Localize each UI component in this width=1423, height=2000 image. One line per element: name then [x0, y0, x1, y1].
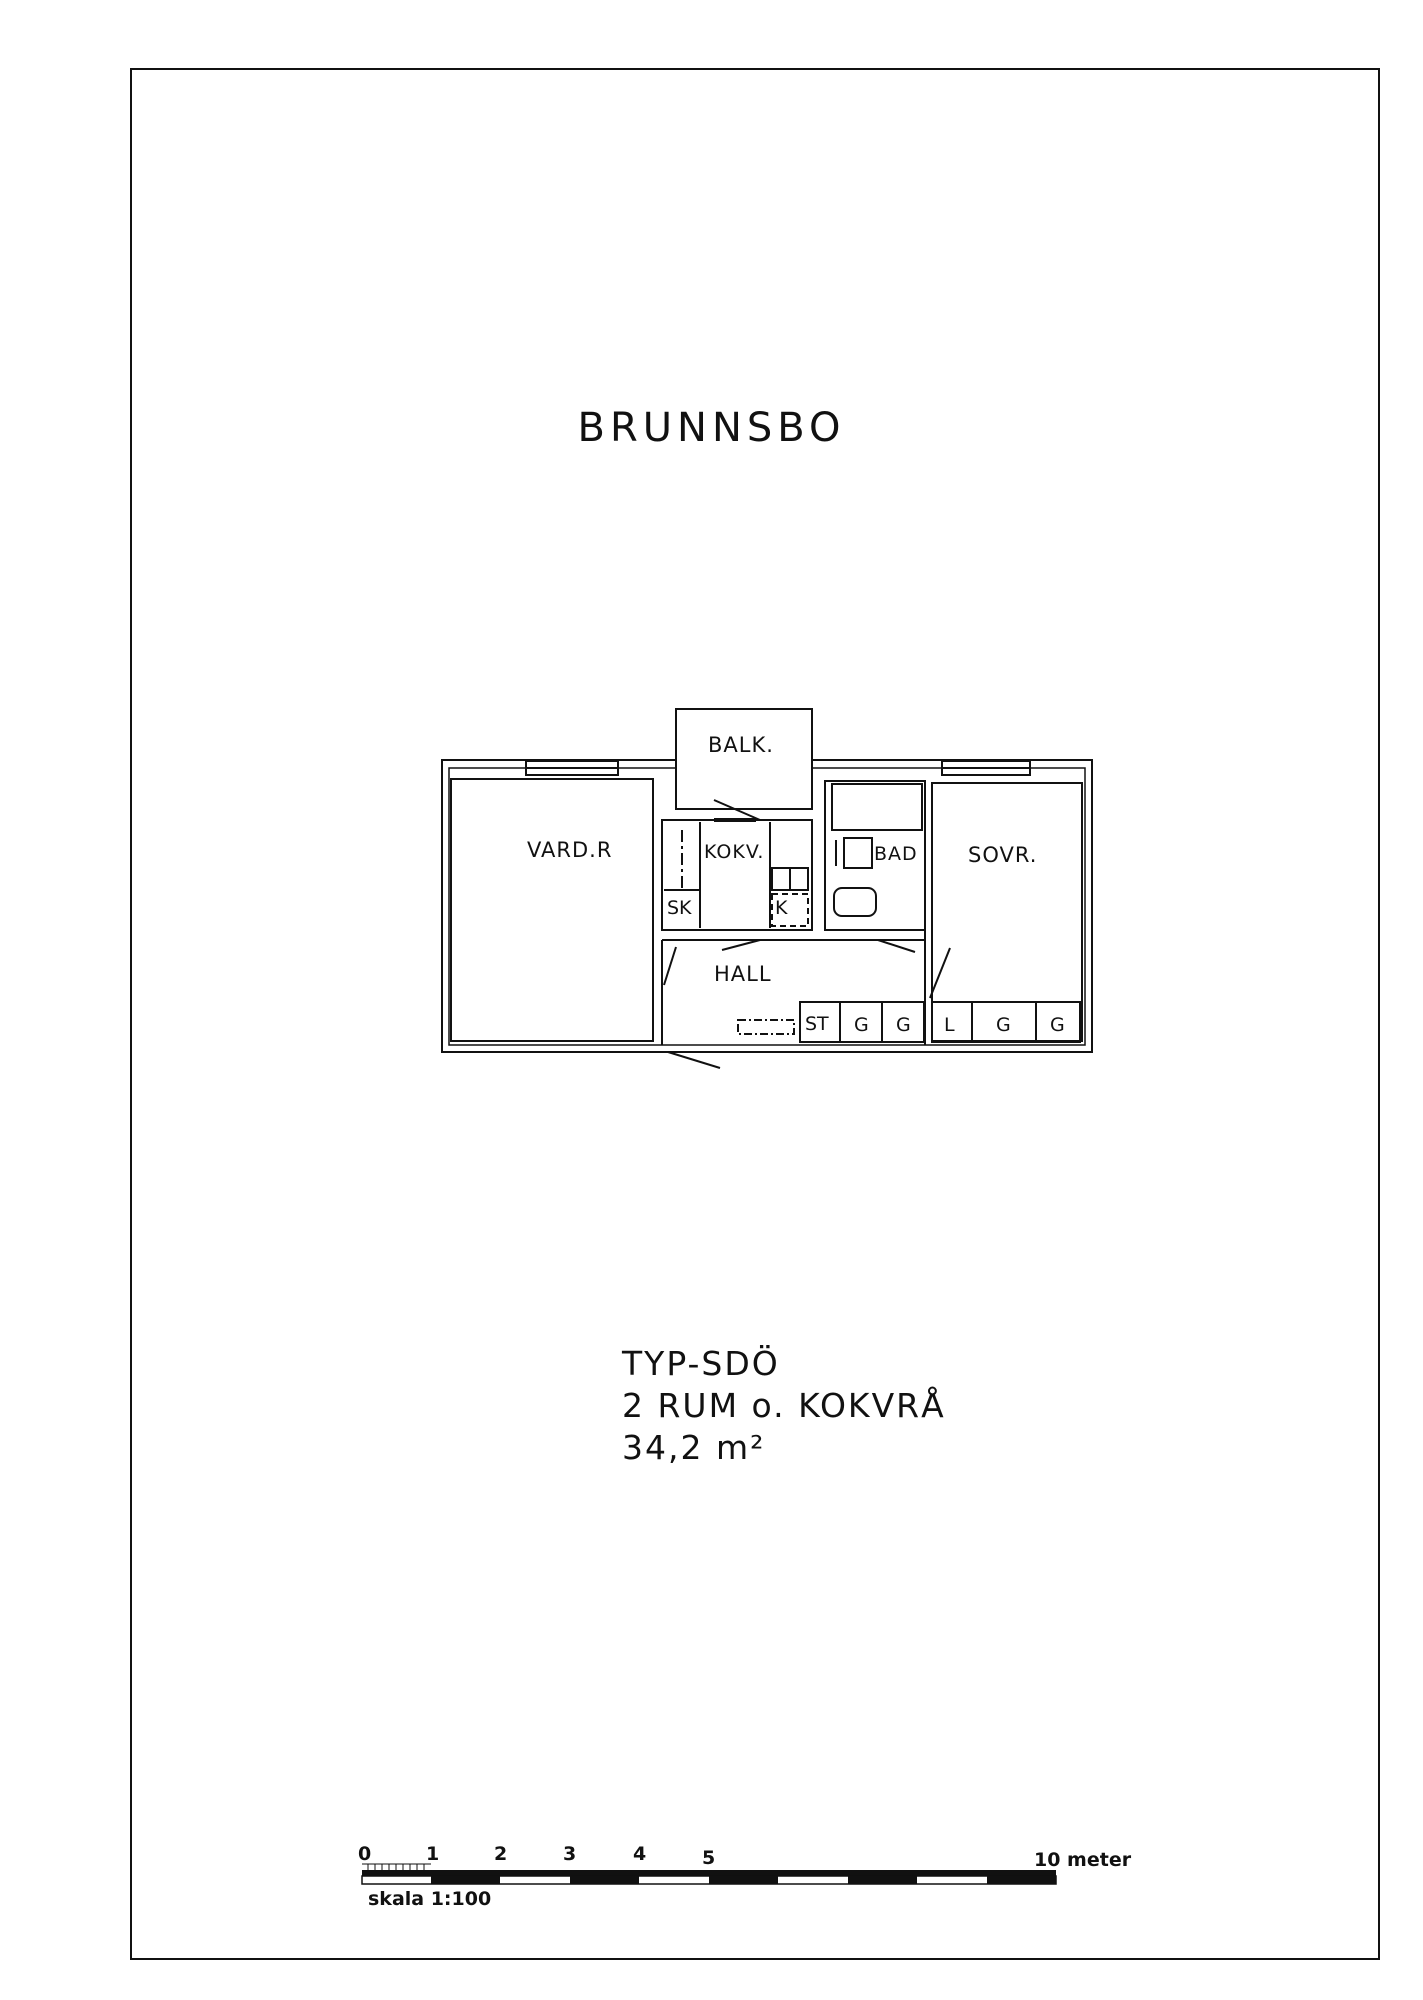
storage-cell-label: G	[996, 1014, 1011, 1036]
apartment-info: TYP-SDÖ 2 RUM o. KOKVRÅ 34,2 m²	[622, 1343, 946, 1469]
room-label-balcony: BALK.	[708, 733, 774, 757]
storage-cell-label: L	[944, 1014, 955, 1036]
scale-caption: skala 1:100	[368, 1888, 491, 1910]
room-label-kitchen: KOKV.	[704, 841, 764, 863]
scale-tick-label: 4	[633, 1843, 646, 1865]
scale-tick-label: 0	[358, 1843, 371, 1865]
project-title: BRUNNSBO	[577, 405, 846, 451]
drawing-frame	[130, 68, 1380, 1960]
scale-tick-label: 1	[426, 1843, 439, 1865]
apartment-type: TYP-SDÖ	[622, 1344, 780, 1383]
door-swing	[667, 1051, 721, 1069]
scale-tick-label: 3	[563, 1843, 576, 1865]
door-swing	[663, 946, 677, 986]
room-label-fridge: K	[775, 897, 788, 919]
scale-tick-label: 2	[494, 1843, 507, 1865]
door-swing	[713, 799, 761, 821]
door-swing	[721, 939, 761, 951]
fridge-outline	[771, 893, 809, 927]
scale-bar: 0 1 2 3 4 5 10 meter skala 1:100	[358, 1843, 1132, 1910]
bath-outline	[824, 780, 926, 931]
living-room-outline	[450, 778, 654, 1042]
hall-shelf	[737, 1019, 795, 1035]
scale-end-label: 10 meter	[1034, 1849, 1132, 1871]
balcony-outline	[675, 708, 813, 810]
storage-cell-label: ST	[805, 1013, 829, 1035]
storage-cell-label: G	[896, 1014, 911, 1036]
sink-outline	[833, 887, 877, 917]
room-label-living: VARD.R	[527, 838, 612, 862]
room-label-closet: SK	[667, 897, 692, 919]
door-swing	[929, 947, 951, 999]
storage-cell-label: G	[854, 1014, 869, 1036]
storage-row-hall	[799, 1001, 925, 1043]
room-label-bath: BAD	[874, 843, 918, 865]
apartment-rooms: 2 RUM o. KOKVRÅ	[622, 1386, 946, 1425]
storage-cell-label: G	[1050, 1014, 1065, 1036]
scale-tick-label: 5	[702, 1847, 715, 1869]
room-label-bedroom: SOVR.	[968, 843, 1037, 867]
bathtub-outline	[831, 783, 923, 831]
apartment-area: 34,2 m²	[622, 1428, 766, 1467]
toilet-outline	[843, 837, 873, 869]
room-label-hall: HALL	[714, 962, 772, 986]
storage-row-bedroom	[931, 1001, 1081, 1043]
door-swing	[877, 939, 916, 953]
